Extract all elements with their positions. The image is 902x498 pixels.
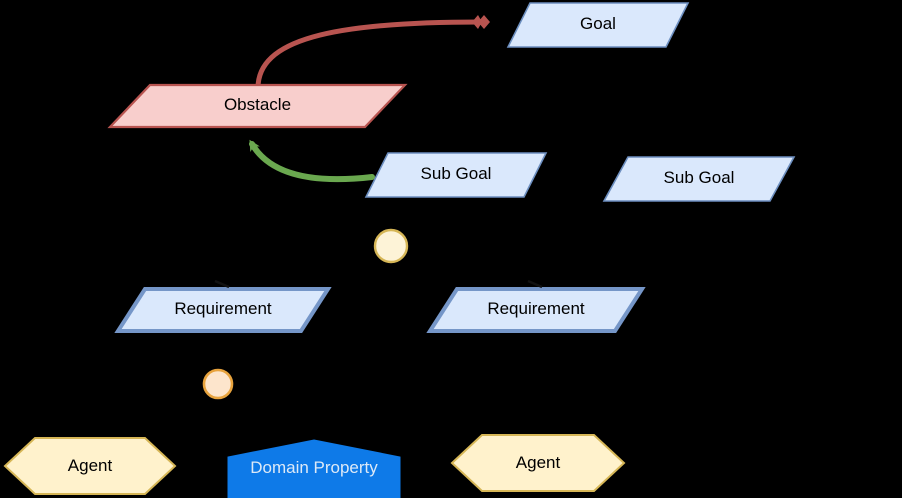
node-sub-goal-right[interactable] — [602, 156, 796, 202]
node-agent-right[interactable] — [450, 434, 626, 492]
edge-obstruction[interactable] — [255, 14, 490, 91]
node-refinement-circle-lower[interactable] — [202, 368, 234, 400]
node-domain-property[interactable] — [227, 439, 401, 498]
edge-resolution[interactable] — [249, 139, 375, 183]
node-sub-goal-left[interactable] — [364, 152, 548, 198]
connection-handle-requirement-right-top[interactable] — [527, 279, 543, 289]
node-requirement-left[interactable] — [114, 287, 332, 333]
node-agent-left[interactable] — [3, 437, 177, 495]
node-obstacle[interactable] — [107, 83, 408, 129]
node-refinement-circle-upper[interactable] — [373, 228, 409, 264]
connection-handle-requirement-left-top[interactable] — [214, 279, 230, 289]
node-goal[interactable] — [506, 2, 690, 48]
node-requirement-right[interactable] — [426, 287, 646, 333]
